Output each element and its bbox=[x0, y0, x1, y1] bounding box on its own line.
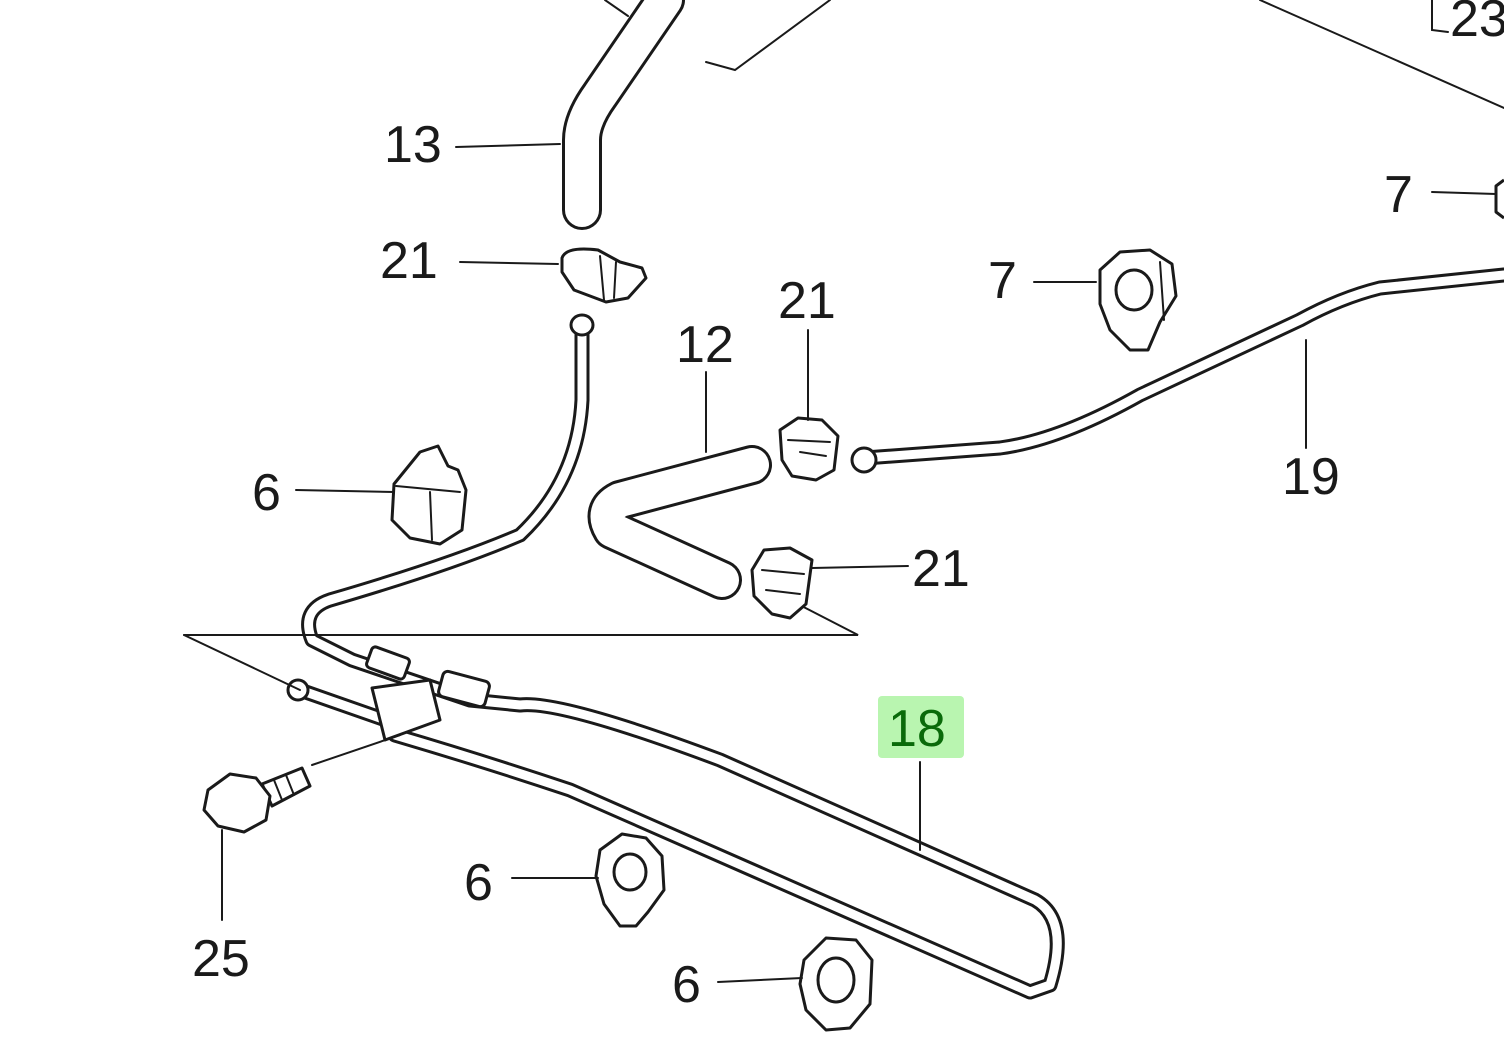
label-6-left: 6 bbox=[252, 464, 281, 522]
label-21-top: 21 bbox=[380, 232, 438, 290]
pipe-18 bbox=[286, 313, 1065, 1000]
clip-7-main bbox=[1098, 248, 1178, 352]
clamp-21-low bbox=[750, 546, 814, 620]
pipe-19 bbox=[850, 267, 1504, 474]
label-18-highlight bbox=[878, 696, 964, 758]
label-25: 25 bbox=[192, 930, 250, 988]
label-19: 19 bbox=[1282, 448, 1340, 506]
leader-lines bbox=[221, 143, 1497, 983]
label-18: 18 bbox=[888, 700, 946, 758]
bolt-25 bbox=[202, 766, 312, 834]
top-fragments bbox=[604, 0, 1504, 109]
clamp-21-mid bbox=[778, 416, 840, 482]
nut-6-mid bbox=[594, 832, 666, 928]
hose-13 bbox=[562, 0, 685, 230]
nut-6-bottom bbox=[798, 936, 874, 1032]
nut-6-left bbox=[390, 444, 468, 546]
hose-12 bbox=[587, 445, 772, 600]
label-7-main: 7 bbox=[988, 252, 1017, 310]
label-21-low: 21 bbox=[912, 540, 970, 598]
label-6-mid: 6 bbox=[464, 854, 493, 912]
clamp-21-top bbox=[560, 247, 648, 304]
clip-7-edge bbox=[1494, 178, 1504, 220]
label-12: 12 bbox=[676, 316, 734, 374]
label-7-edge: 7 bbox=[1384, 166, 1413, 224]
label-13: 13 bbox=[384, 116, 442, 174]
label-23: 23 bbox=[1450, 0, 1504, 48]
label-6-bottom: 6 bbox=[672, 956, 701, 1014]
reference-lines bbox=[183, 599, 859, 691]
label-21-mid: 21 bbox=[778, 272, 836, 330]
